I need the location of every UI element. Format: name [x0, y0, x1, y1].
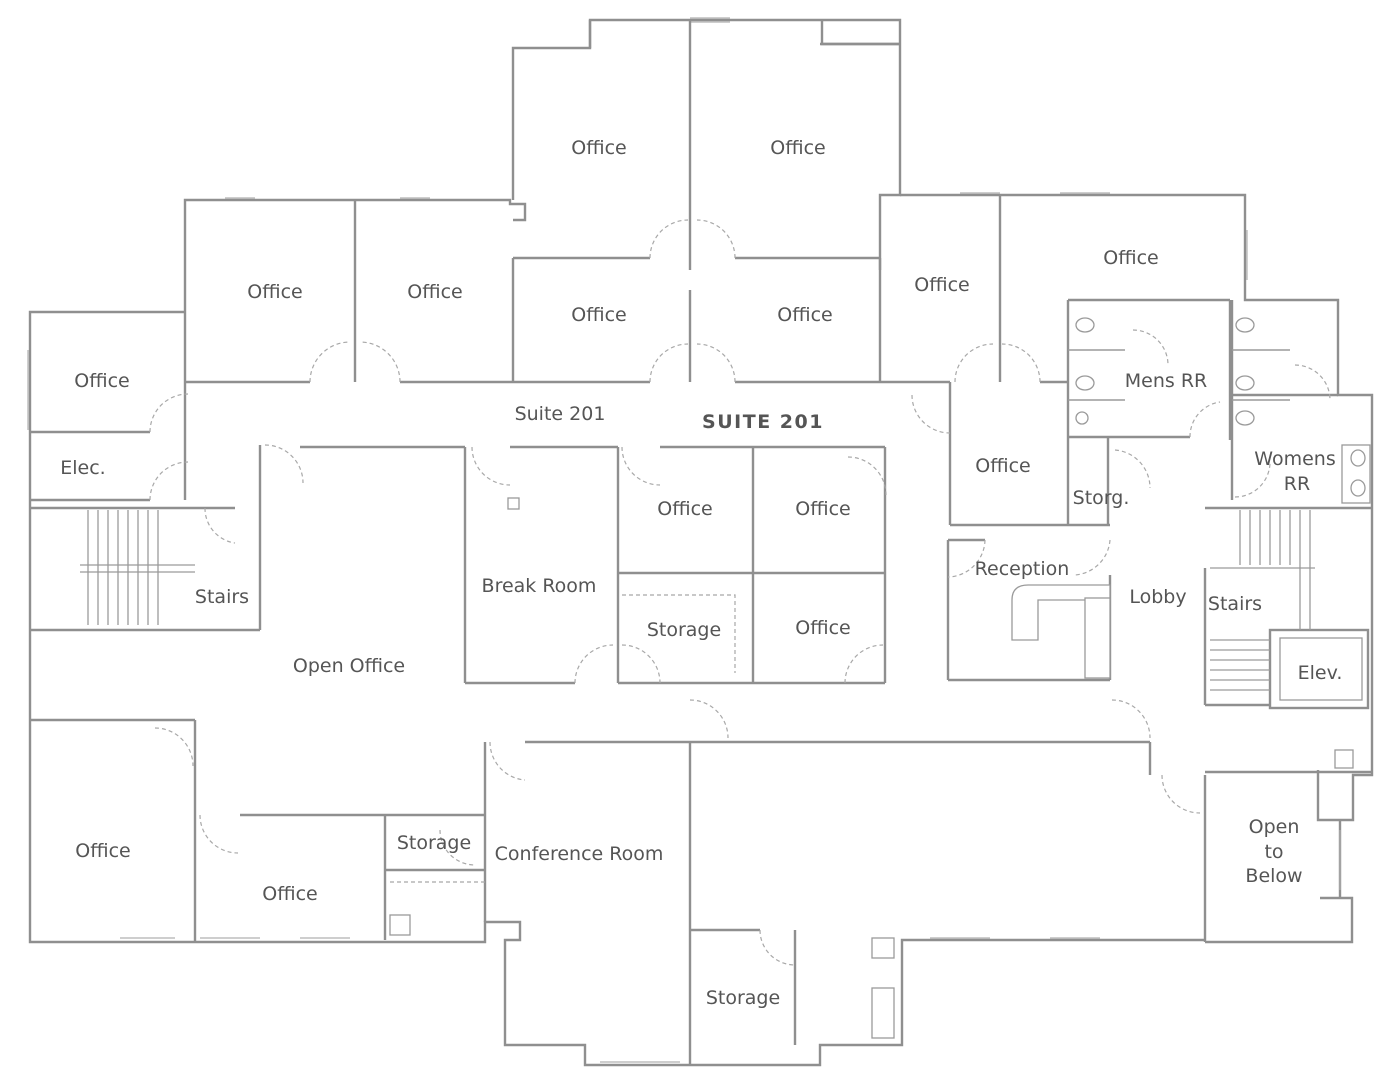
wall-fixture	[871, 987, 895, 1039]
exterior-wall-top-left	[183, 198, 527, 382]
room-label-elev: Elev.	[1298, 662, 1343, 684]
room-label-office: Office	[571, 304, 626, 326]
room-label-break-room: Break Room	[482, 575, 597, 597]
room-label-office: Office	[914, 274, 969, 296]
interior-walls	[30, 20, 1372, 1065]
room-label-open-to-below: Open	[1249, 816, 1300, 838]
room-label-office: Office	[795, 498, 850, 520]
wall-fixture	[871, 937, 895, 959]
urinal-icon	[1075, 411, 1089, 425]
room-label-storage: Storage	[706, 987, 780, 1009]
room-label-elec: Elec.	[60, 457, 105, 479]
exterior-walls	[28, 18, 1374, 1067]
room-label-stairs: Stairs	[195, 586, 249, 608]
room-label-office: Office	[1103, 247, 1158, 269]
room-label-office: Office	[407, 281, 462, 303]
room-labels: Office Office Office Office Office Offic…	[60, 137, 1342, 1009]
exterior-wall-segment	[820, 20, 900, 46]
room-label-office: Office	[795, 617, 850, 639]
room-label-mens-rr: Mens RR	[1125, 370, 1207, 392]
room-label-office: Office	[247, 281, 302, 303]
room-label-open-to-below: Below	[1245, 865, 1302, 887]
toilet-icon	[1075, 375, 1095, 391]
plan-title: SUITE 201	[702, 411, 824, 433]
room-label-office: Office	[571, 137, 626, 159]
utility-sink	[389, 914, 411, 936]
exterior-wall-right-upper	[900, 193, 1374, 822]
break-room-column	[507, 497, 520, 510]
sink-icon	[1350, 449, 1366, 467]
room-label-office: Office	[74, 370, 129, 392]
toilet-icon	[1075, 317, 1095, 333]
room-label-storage: Storage	[647, 619, 721, 641]
east-stairs	[1210, 510, 1315, 691]
room-label-office: Office	[657, 498, 712, 520]
room-label-open-to-below: to	[1264, 841, 1283, 863]
room-label-office: Office	[262, 883, 317, 905]
room-label-office: Office	[770, 137, 825, 159]
exterior-wall-bottom	[195, 920, 1205, 1067]
door-swings	[149, 219, 1331, 966]
room-label-office: Office	[975, 455, 1030, 477]
toilet-icon	[1235, 410, 1255, 426]
room-label-reception: Reception	[975, 558, 1070, 580]
exterior-wall-left	[28, 310, 195, 944]
elevator-car	[1279, 637, 1363, 701]
room-label-storage: Storage	[397, 832, 471, 854]
reception-counter	[1084, 597, 1111, 679]
toilet-icon	[1235, 317, 1255, 333]
room-label-office: Office	[777, 304, 832, 326]
room-label-office: Office	[75, 840, 130, 862]
room-label-conference-room: Conference Room	[495, 843, 664, 865]
room-label-stairs: Stairs	[1208, 593, 1262, 615]
room-label-storg: Storg.	[1073, 487, 1130, 509]
west-stairs	[80, 510, 195, 625]
fixtures	[389, 317, 1371, 1039]
elevator-panel	[1334, 749, 1354, 769]
toilet-icon	[1235, 375, 1255, 391]
room-label-womens-rr: Womens	[1254, 448, 1335, 470]
room-label-lobby: Lobby	[1129, 586, 1186, 608]
windows	[27, 17, 1341, 1063]
room-label-open-office: Open Office	[293, 655, 405, 677]
room-label-suite: Suite 201	[515, 403, 606, 425]
sink-icon	[1350, 479, 1366, 497]
room-label-womens-rr: RR	[1284, 473, 1310, 495]
